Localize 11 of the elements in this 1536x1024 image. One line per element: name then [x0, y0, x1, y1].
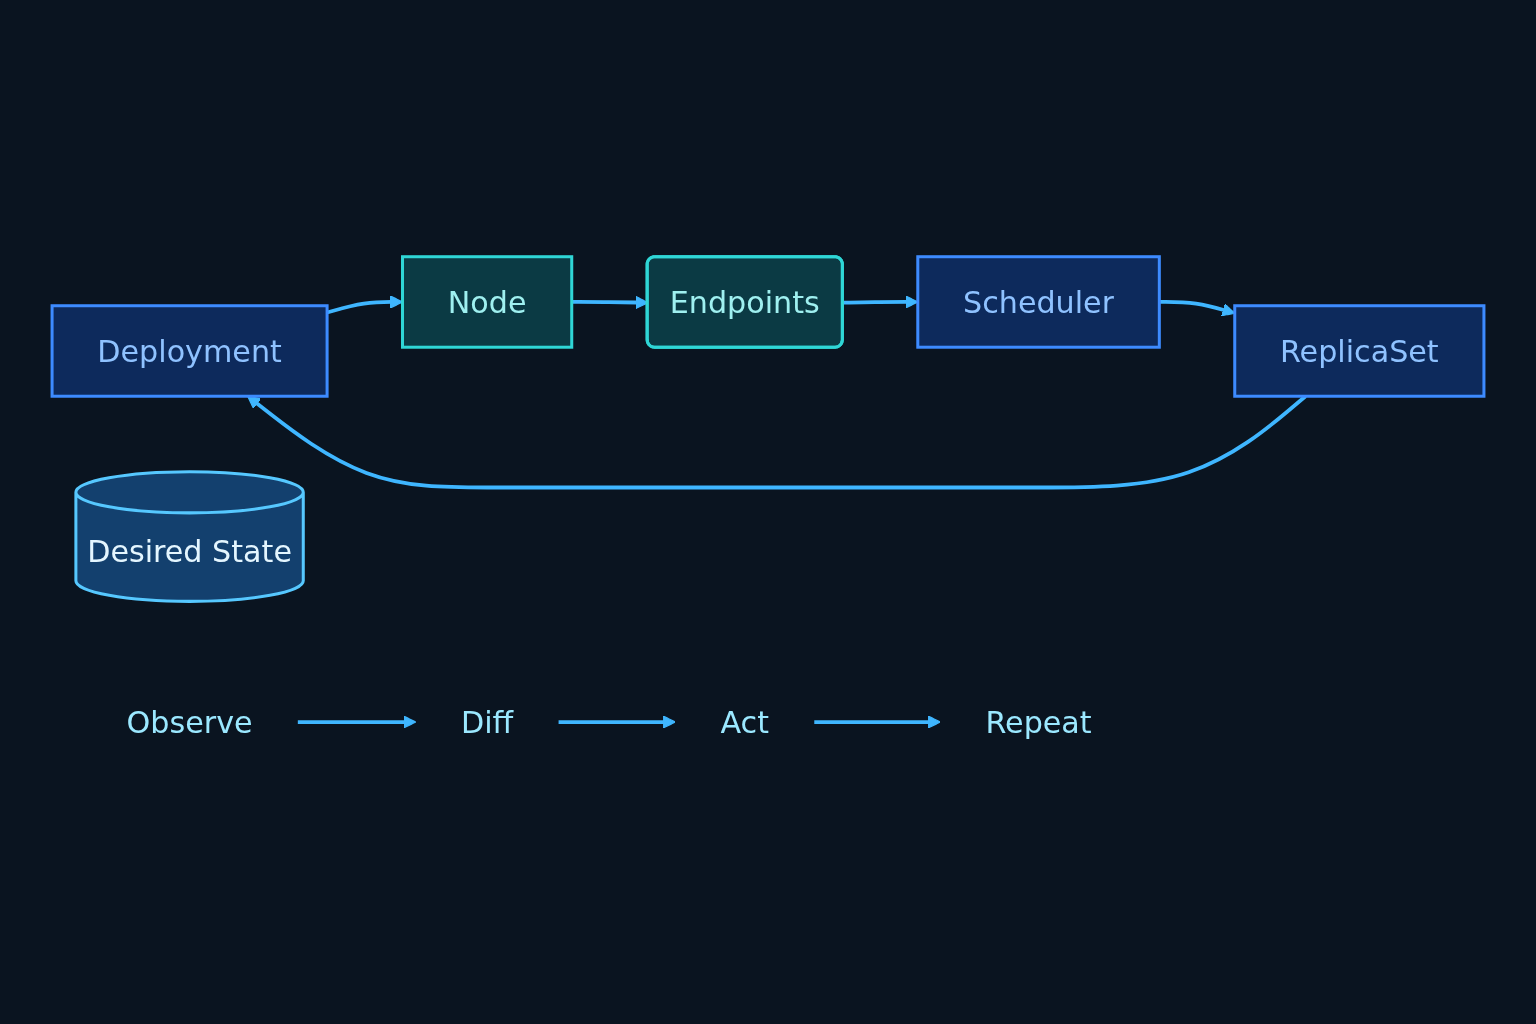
- node-box: Deployment: [50, 304, 329, 398]
- node-box: Scheduler: [916, 255, 1161, 349]
- node-text: Diff: [460, 703, 514, 741]
- node-text: Repeat: [985, 703, 1092, 741]
- node-text: Act: [720, 703, 770, 741]
- arrow: [814, 715, 941, 729]
- arrow: [297, 715, 417, 729]
- node-text: Observe: [126, 703, 253, 741]
- node-box: Node: [401, 255, 574, 349]
- arrow: [558, 715, 676, 729]
- node-box: ReplicaSet: [1233, 304, 1486, 398]
